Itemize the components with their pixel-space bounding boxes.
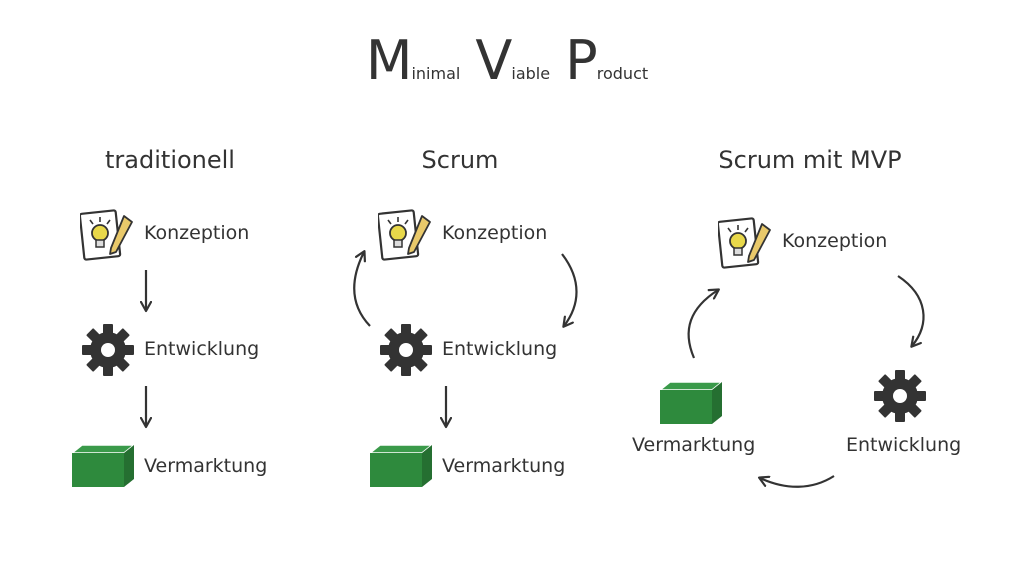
idea-sketch-icon — [716, 214, 772, 274]
idea-sketch-icon — [376, 206, 432, 266]
arrow-mvp-dev-market — [760, 475, 835, 488]
arrow-scrum-up-curve — [353, 252, 371, 327]
heading-scrum-mit-mvp: Scrum mit MVP — [718, 146, 902, 174]
label-entwicklung: Entwicklung — [144, 338, 260, 360]
arrow-scrum-down-curve — [561, 253, 578, 326]
gear-icon — [80, 322, 136, 382]
label-entwicklung: Entwicklung — [442, 338, 558, 360]
arrow-mvp-market-concept — [687, 290, 718, 359]
gear-icon — [378, 322, 434, 382]
product-box-icon — [367, 443, 435, 493]
label-entwicklung: Entwicklung — [846, 434, 962, 456]
title-word-iable: iable — [511, 64, 551, 83]
product-box-icon — [69, 443, 137, 493]
title-word-inimal: inimal — [411, 64, 461, 83]
label-konzeption: Konzeption — [782, 230, 888, 252]
title-letter-p: P — [565, 29, 598, 92]
label-konzeption: Konzeption — [442, 222, 548, 244]
product-box-icon — [657, 380, 725, 430]
label-vermarktung: Vermarktung — [442, 455, 566, 477]
label-vermarktung: Vermarktung — [144, 455, 268, 477]
page-title: Minimal Viable Product — [0, 34, 1024, 88]
title-letter-m: M — [365, 29, 413, 92]
title-word-roduct: roduct — [596, 64, 649, 83]
idea-sketch-icon — [78, 206, 134, 266]
label-vermarktung: Vermarktung — [632, 434, 756, 456]
heading-scrum: Scrum — [421, 146, 499, 174]
label-konzeption: Konzeption — [144, 222, 250, 244]
title-letter-v: V — [475, 29, 512, 92]
gear-icon — [872, 368, 928, 428]
arrow-mvp-concept-dev — [897, 275, 925, 346]
heading-traditionell: traditionell — [105, 146, 235, 174]
